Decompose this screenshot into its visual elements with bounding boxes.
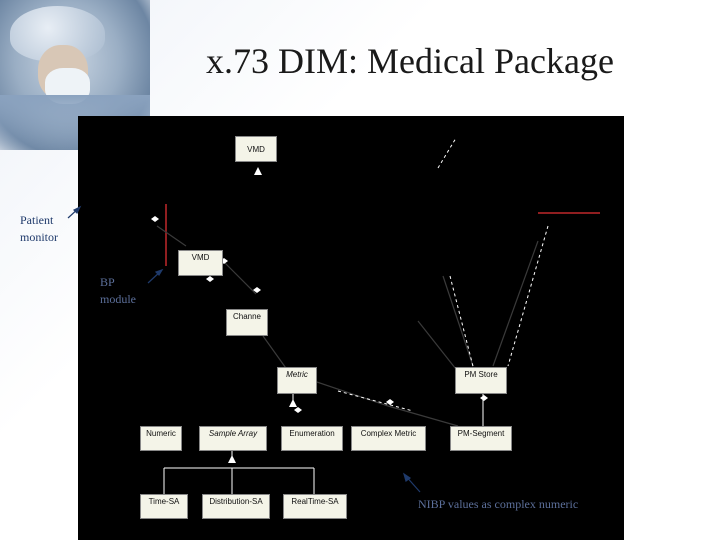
class-complex-metric: Complex Metric	[351, 426, 426, 451]
dashed-line-4	[337, 390, 414, 412]
class-complex-metric-label: Complex Metric	[360, 429, 417, 438]
connector-vmd-pmstore	[442, 275, 474, 367]
class-metric: Metric	[277, 367, 317, 394]
class-pm-segment: PM-Segment	[450, 426, 512, 451]
class-time-sa-label: Time-SA	[148, 497, 180, 506]
callout-bp-module-line1: BP	[100, 275, 115, 289]
class-distribution-sa: Distribution-SA	[202, 494, 270, 519]
class-vmd-label: VMD	[191, 253, 210, 262]
callout-patient-monitor: Patient monitor	[20, 212, 58, 246]
slide-title: x.73 DIM: Medical Package	[206, 41, 614, 81]
dashed-line-2	[449, 275, 479, 387]
class-metric-label: Metric	[286, 370, 308, 379]
class-pm-segment-label: PM-Segment	[457, 429, 505, 438]
callout-patient-monitor-line2: monitor	[20, 230, 58, 244]
class-sample-array-label: Sample Array	[208, 429, 258, 438]
class-enumeration-label: Enumeration	[289, 429, 335, 438]
class-numeric: Numeric	[140, 426, 182, 451]
callout-nibp: NIBP values as complex numeric	[418, 497, 579, 511]
class-realtime-sa-label: RealTime-SA	[291, 497, 339, 506]
uml-diagram: VMD VMD Channe Metric PM Store Numeric S…	[78, 116, 624, 540]
connector-vmd-top-vmd	[156, 225, 187, 247]
hierarchy-brackets	[163, 394, 484, 494]
class-vmd-top-label: VMD	[247, 144, 265, 154]
connector-metric-pmsegment	[387, 405, 459, 427]
dashed-line-3	[507, 225, 549, 367]
class-sample-array: Sample Array	[199, 426, 267, 451]
class-time-sa: Time-SA	[140, 494, 188, 519]
class-channel-label: Channe	[232, 312, 262, 321]
class-realtime-sa: RealTime-SA	[283, 494, 347, 519]
class-numeric-label: Numeric	[146, 429, 176, 438]
class-vmd-top: VMD	[235, 136, 277, 162]
connector-metric-complex	[313, 380, 389, 407]
callout-bp-module-line2: module	[100, 292, 136, 306]
connector-channel-metric	[262, 335, 289, 372]
class-enumeration: Enumeration	[281, 426, 343, 451]
callout-bp-module: BP module	[100, 274, 136, 308]
callout-patient-monitor-line1: Patient	[20, 213, 54, 227]
class-channel: Channe	[226, 309, 268, 336]
class-pm-store-label: PM Store	[464, 370, 498, 379]
class-vmd: VMD	[178, 250, 223, 276]
connector-vmd-channel	[222, 260, 257, 295]
class-distribution-sa-label: Distribution-SA	[209, 497, 263, 506]
connector-top-pmstore	[492, 240, 539, 367]
class-pm-store: PM Store	[455, 367, 507, 394]
